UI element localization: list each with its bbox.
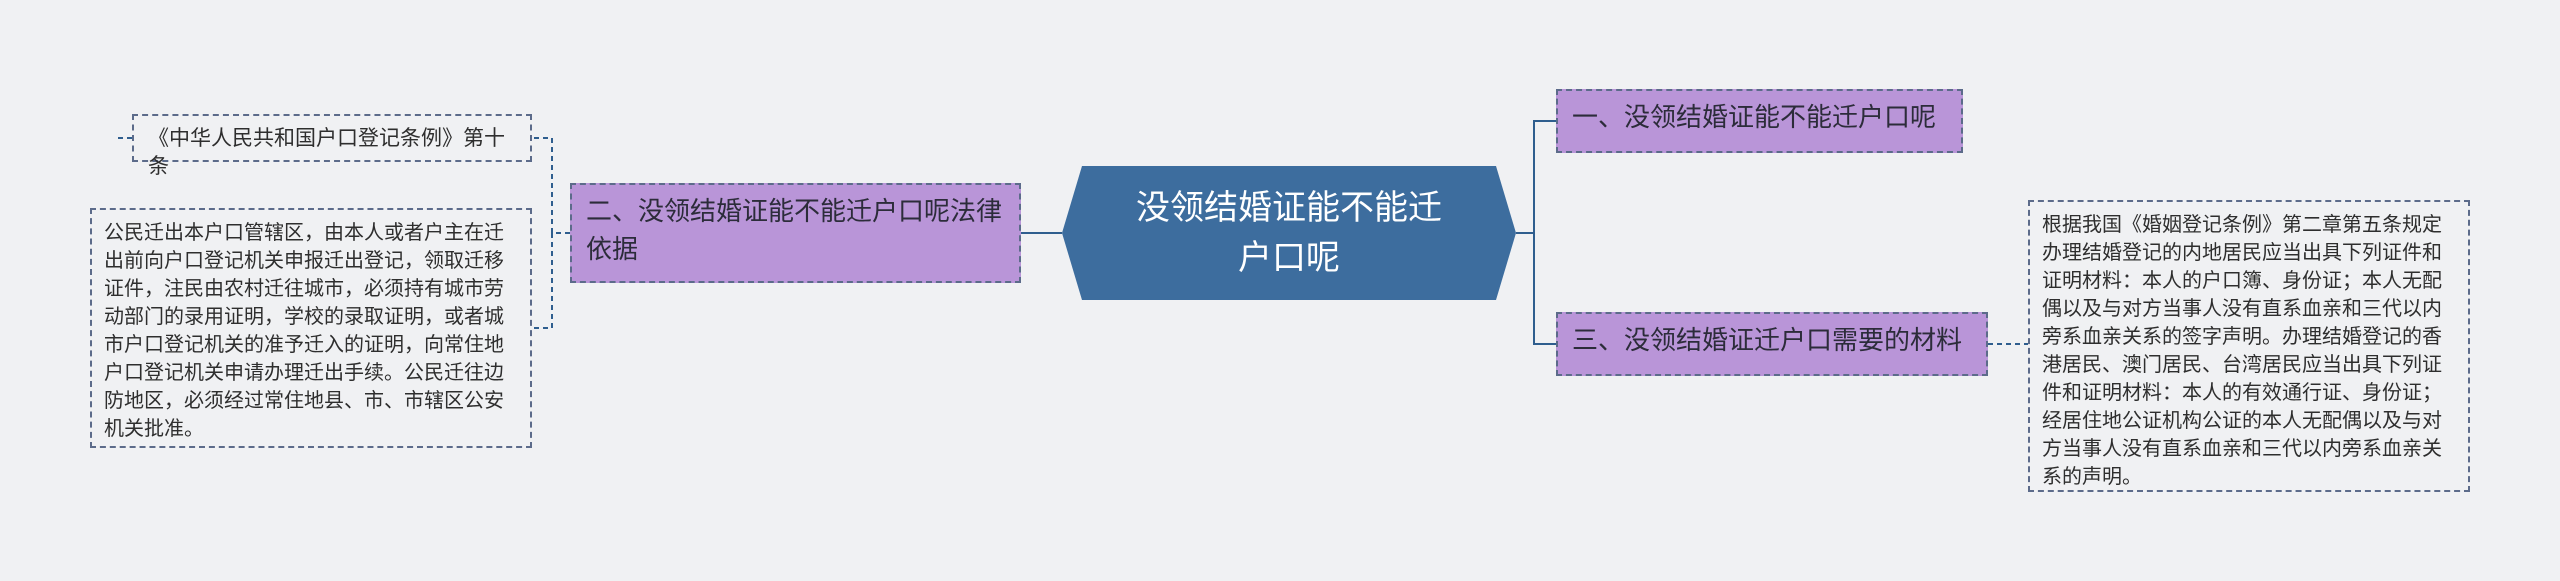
root-label: 没领结婚证能不能迁户口呢 xyxy=(1136,188,1442,278)
leaf-node-2[interactable]: 公民迁出本户口管辖区，由本人或者户主在迁出前向户口登记机关申报迁出登记，领取迁移… xyxy=(90,208,532,448)
link-root-branch-3 xyxy=(1516,232,1556,345)
branch-node-2[interactable]: 二、没领结婚证能不能迁户口呢法律依据 xyxy=(570,183,1021,283)
leaf-label-3: 根据我国《婚姻登记条例》第二章第五条规定办理结婚登记的内地居民应当出具下列证件和… xyxy=(2042,212,2442,488)
branch-node-3[interactable]: 三、没领结婚证迁户口需要的材料 xyxy=(1556,312,1988,376)
branch-node-1[interactable]: 一、没领结婚证能不能迁户口呢 xyxy=(1556,89,1963,153)
link-branch-2-leaf-1 xyxy=(532,137,570,234)
leaf-node-3[interactable]: 根据我国《婚姻登记条例》第二章第五条规定办理结婚登记的内地居民应当出具下列证件和… xyxy=(2028,200,2470,492)
link-branch-2-leaf-2 xyxy=(532,232,570,329)
branch-label-1: 一、没领结婚证能不能迁户口呢 xyxy=(1572,103,1937,133)
leaf-node-1[interactable]: 《中华人民共和国户口登记条例》第十条 xyxy=(132,114,532,178)
link-root-branch-1 xyxy=(1516,120,1556,234)
leaf-label-1: 《中华人民共和国户口登记条例》第十条 xyxy=(148,126,505,178)
branch-label-3: 三、没领结婚证迁户口需要的材料 xyxy=(1572,326,1963,356)
branch-label-2: 二、没领结婚证能不能迁户口呢法律依据 xyxy=(586,197,1003,265)
root-node[interactable]: 没领结婚证能不能迁户口呢 xyxy=(1062,166,1516,300)
leaf-label-2: 公民迁出本户口管辖区，由本人或者户主在迁出前向户口登记机关申报迁出登记，领取迁移… xyxy=(104,220,504,440)
